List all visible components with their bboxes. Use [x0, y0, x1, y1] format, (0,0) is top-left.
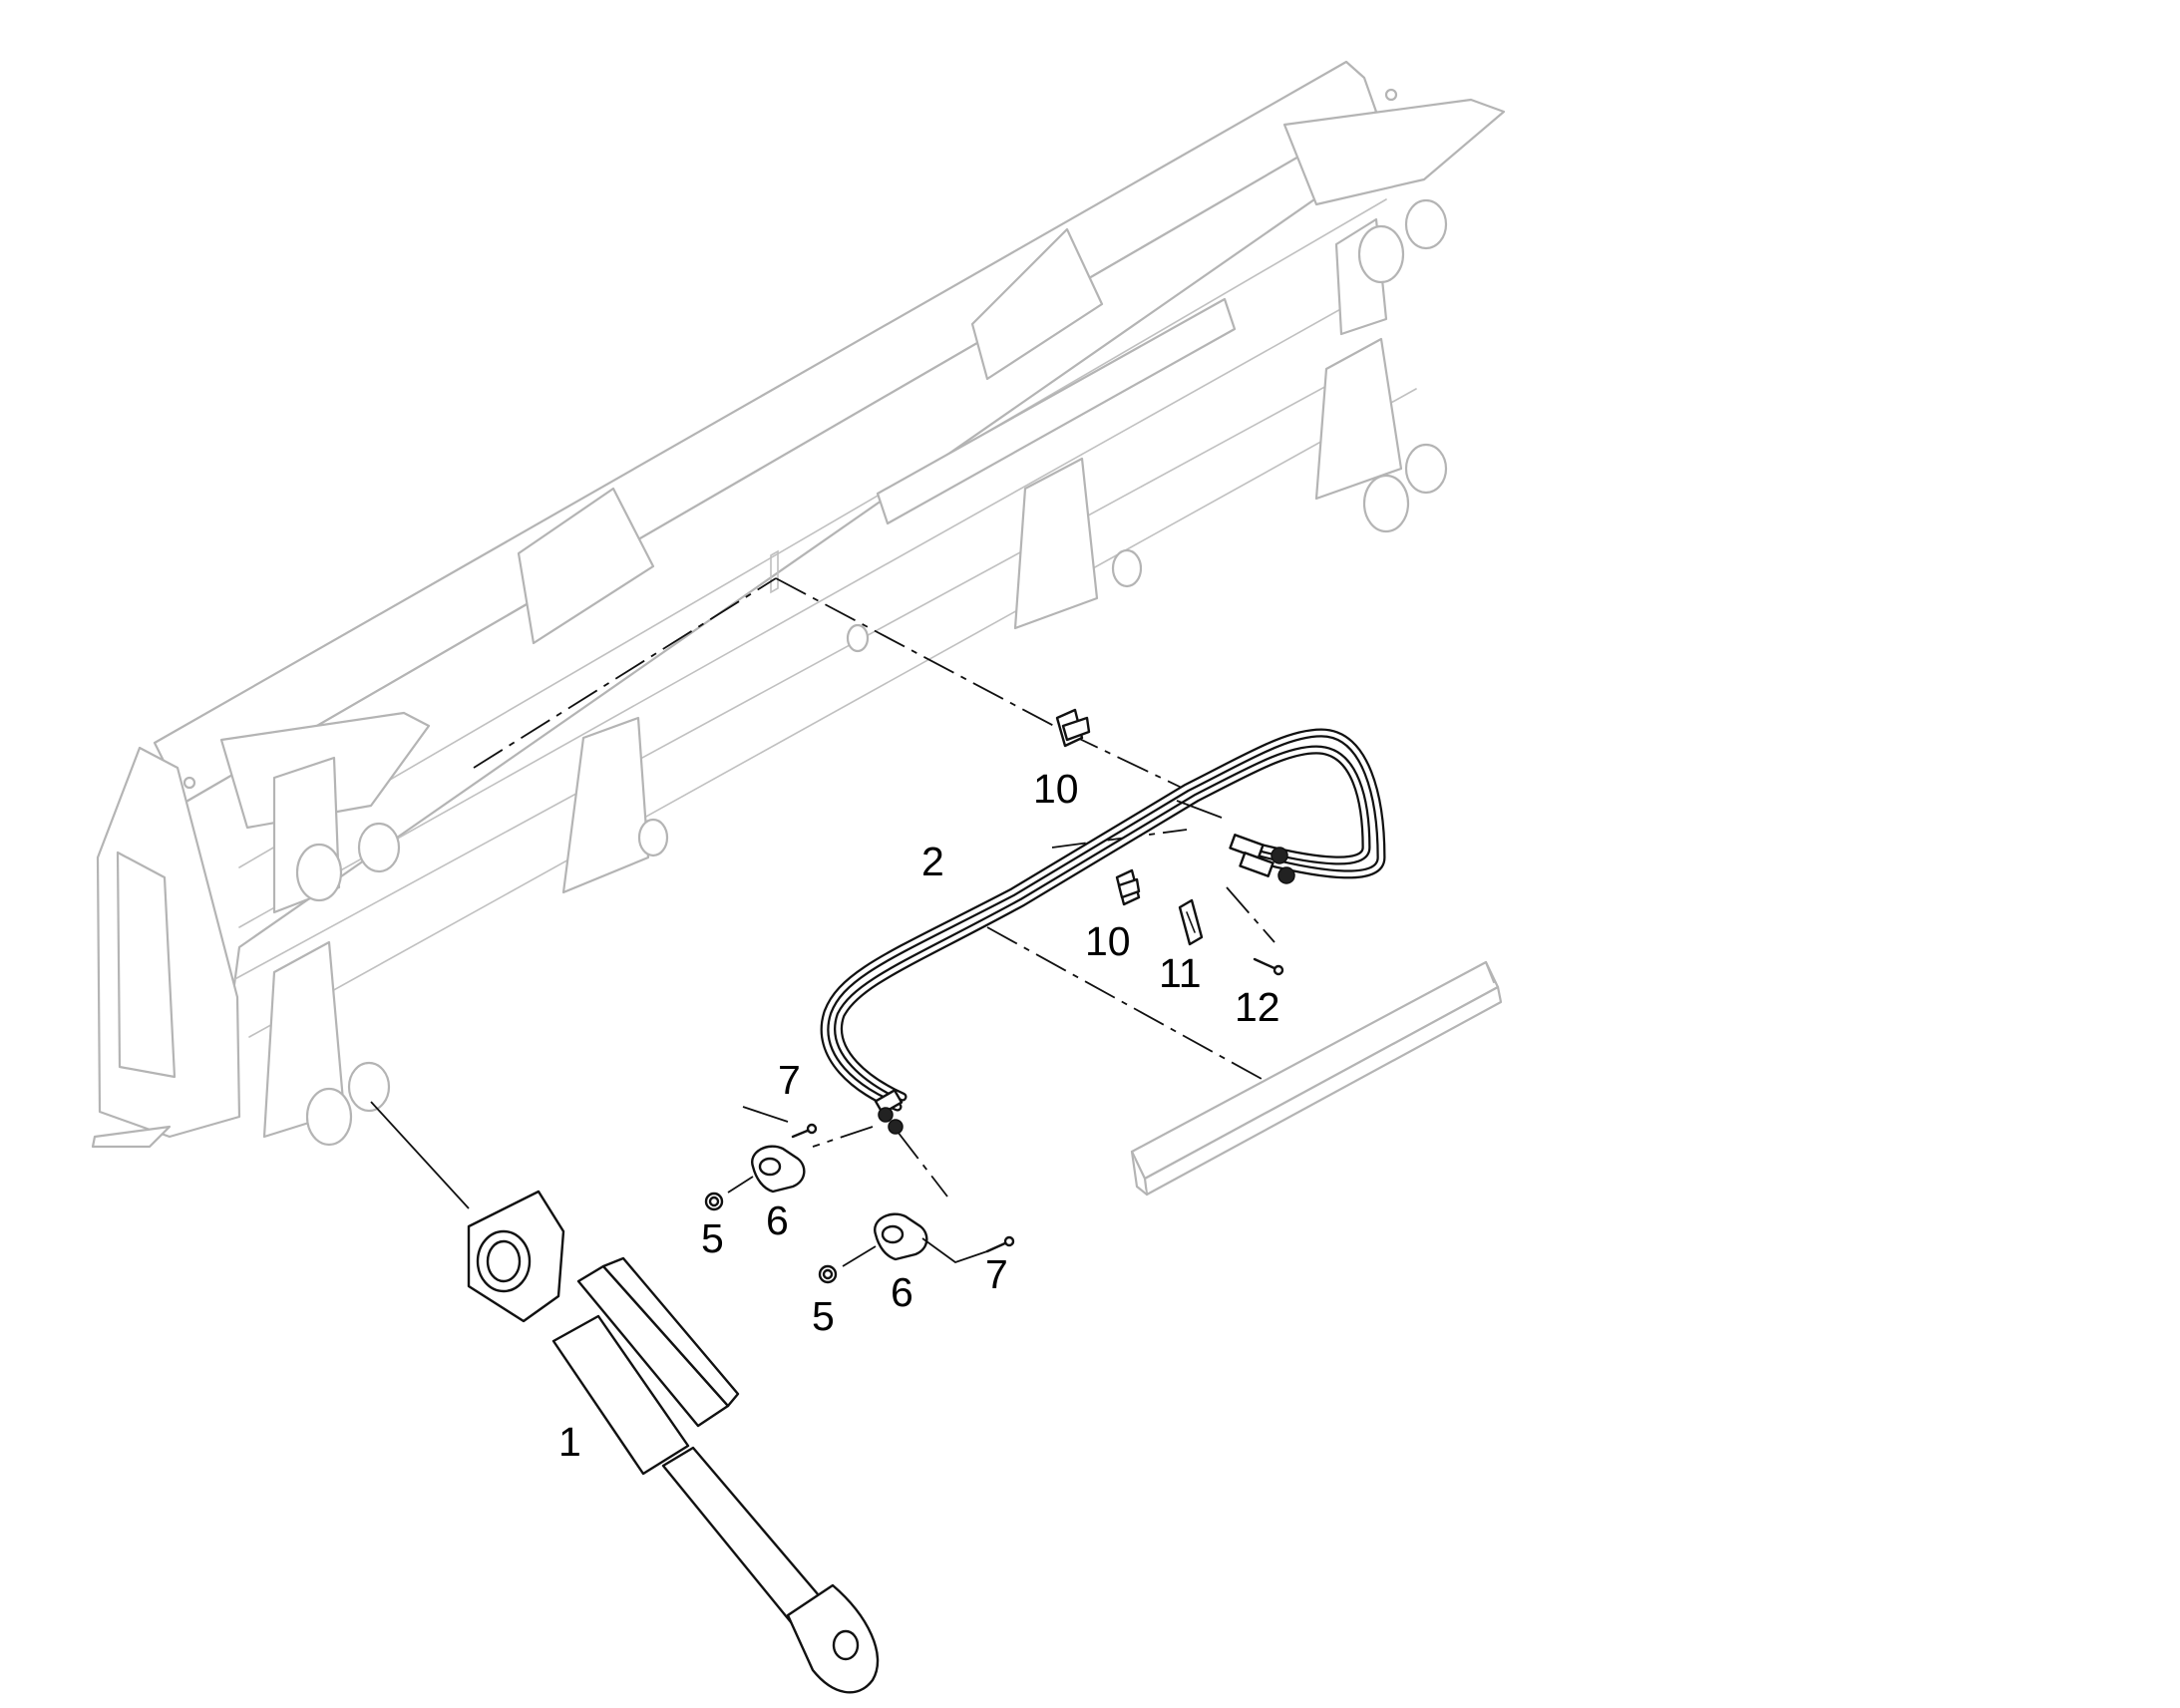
- callout-6b: 6: [891, 1269, 913, 1315]
- callout-labels: 1 2 5 5 6 6 7 7 10 10 11 12: [558, 766, 1280, 1465]
- callout-5b: 5: [812, 1293, 835, 1339]
- callout-10a: 10: [1033, 766, 1079, 812]
- fitting-set-upper: [704, 1123, 818, 1211]
- hydraulic-cylinder: [370, 1101, 880, 1694]
- attachment-frame: [91, 60, 1506, 1149]
- assembly-lines: [473, 577, 1275, 1197]
- callout-11: 11: [1159, 950, 1202, 996]
- hydraulic-hose-assembly: [820, 728, 1386, 1135]
- callout-1: 1: [558, 1419, 581, 1465]
- callout-6a: 6: [766, 1197, 789, 1243]
- leader-lines: [727, 800, 1223, 1267]
- callout-10b: 10: [1085, 918, 1131, 964]
- hose-clamp-lower: [1115, 868, 1141, 906]
- clamp-plate: [1178, 898, 1204, 946]
- callout-2: 2: [921, 839, 944, 884]
- hose-clamp-upper: [1055, 708, 1091, 748]
- callout-5a: 5: [701, 1215, 724, 1261]
- callout-12: 12: [1235, 984, 1280, 1030]
- clamp-screw: [1253, 957, 1284, 976]
- fitting-set-lower: [818, 1212, 1015, 1284]
- mounting-bar: [1130, 960, 1503, 1196]
- callout-7b: 7: [985, 1251, 1008, 1297]
- callout-7a: 7: [778, 1057, 801, 1103]
